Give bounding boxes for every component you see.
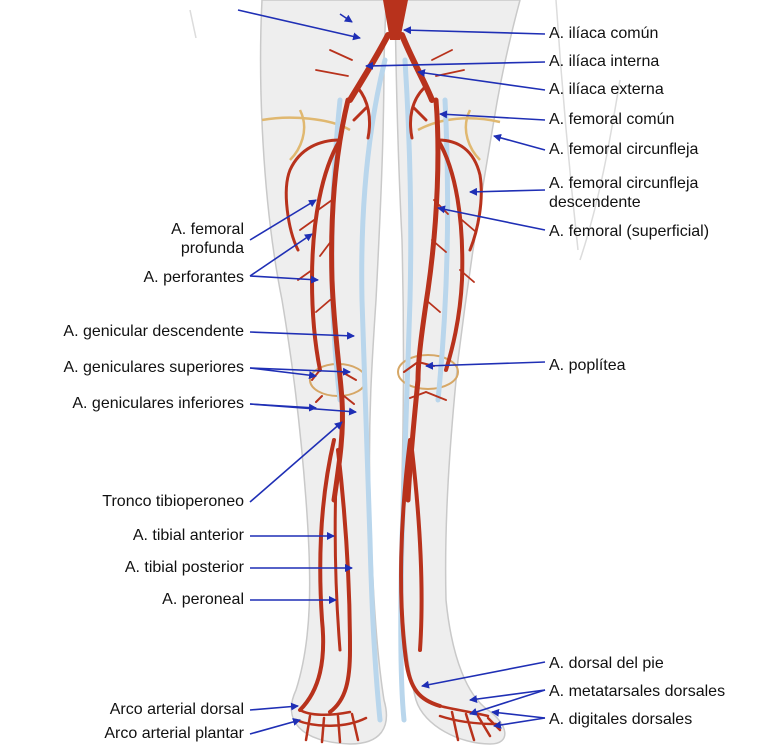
- pointer-digitales-2: [494, 718, 545, 726]
- label-femoral-superficial: A. femoral (superficial): [549, 222, 709, 241]
- label-dorsal-pie: A. dorsal del pie: [549, 654, 664, 673]
- label-genicular-desc: A. genicular descendente: [63, 322, 244, 341]
- label-arco-plantar: Arco arterial plantar: [104, 724, 244, 743]
- label-femoral-profunda-line1: A. femoral: [171, 220, 244, 239]
- label-femoral-profunda-line2: profunda: [171, 239, 244, 258]
- label-femoral-circunfleja-desc-line1: A. femoral circunfleja: [549, 174, 698, 193]
- label-iliaca-comun: A. ilíaca común: [549, 24, 658, 43]
- label-tibial-posterior: A. tibial posterior: [125, 558, 244, 577]
- label-femoral-circunfleja-desc-line2: descendente: [549, 193, 698, 212]
- label-poplitea: A. poplítea: [549, 356, 626, 375]
- label-tronco: Tronco tibioperoneo: [102, 492, 244, 511]
- pointer-metatarsales-1: [470, 690, 545, 700]
- label-femoral-circunfleja-desc: A. femoral circunfleja descendente: [549, 174, 698, 212]
- pointer-metatarsales-2: [470, 690, 545, 714]
- label-iliaca-externa: A. ilíaca externa: [549, 80, 664, 99]
- label-iliaca-interna: A. ilíaca interna: [549, 52, 659, 71]
- label-femoral-comun: A. femoral común: [549, 110, 674, 129]
- label-peroneal: A. peroneal: [162, 590, 244, 609]
- pointer-femoral-circunfleja: [494, 136, 545, 150]
- label-tibial-anterior: A. tibial anterior: [133, 526, 244, 545]
- label-arco-dorsal: Arco arterial dorsal: [110, 700, 244, 719]
- label-femoral-profunda: A. femoral profunda: [171, 220, 244, 258]
- pointer-arco-plantar: [250, 720, 300, 734]
- label-geniculares-sup: A. geniculares superiores: [63, 358, 244, 377]
- label-metatarsales: A. metatarsales dorsales: [549, 682, 725, 701]
- label-digitales: A. digitales dorsales: [549, 710, 692, 729]
- pointer-digitales-1: [492, 712, 545, 718]
- label-perforantes: A. perforantes: [144, 268, 245, 287]
- label-geniculares-inf: A. geniculares inferiores: [72, 394, 244, 413]
- label-femoral-circunfleja: A. femoral circunfleja: [549, 140, 698, 159]
